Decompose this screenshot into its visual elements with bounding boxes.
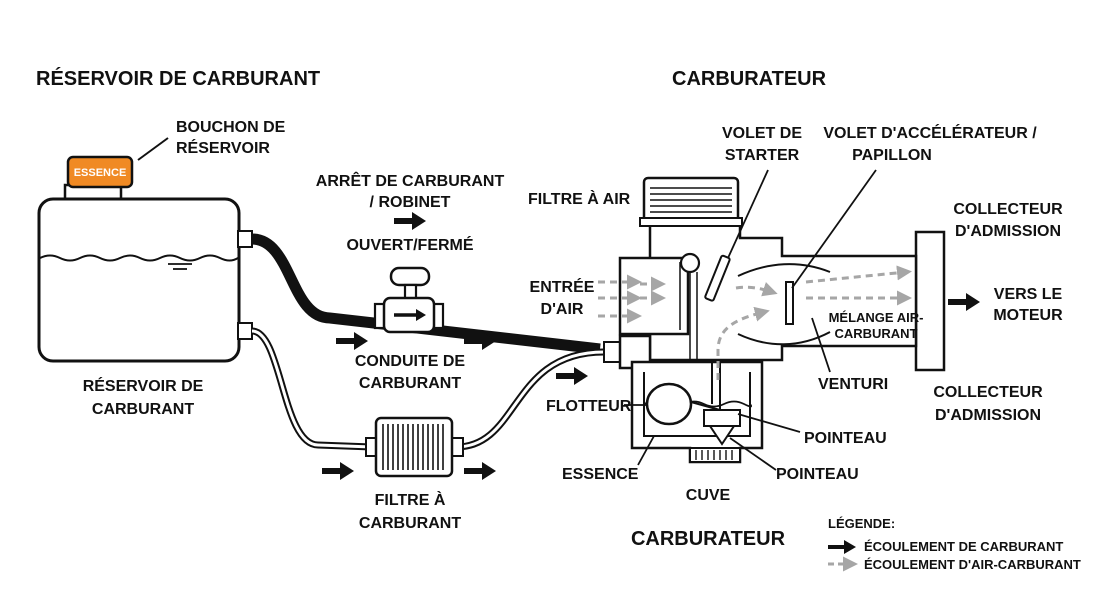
air-inlet-label-line1: ENTRÉE [530, 277, 595, 296]
engine-label-line1: VERS LE [994, 286, 1063, 303]
air-inlet-housing [618, 256, 690, 336]
cap-leader [137, 137, 169, 161]
to-engine-arrow [948, 293, 980, 311]
filter-label-line1: FILTRE À [375, 490, 446, 509]
choke-pivot [679, 252, 701, 274]
float-label: FLOTTEUR [546, 398, 632, 415]
intake-manifold [914, 230, 946, 372]
air-inlet-label-line2: D'AIR [541, 301, 584, 318]
legend-fuel-flow: ÉCOULEMENT DE CARBURANT [864, 539, 1063, 554]
manifold-bottom-line2: D'ADMISSION [935, 407, 1041, 424]
needle-valve [708, 425, 736, 446]
valve-label-line2: / ROBINET [370, 194, 451, 211]
air-flow-arrows [598, 265, 912, 380]
valve-label-line1: ARRÊT DE CARBURANT [316, 171, 505, 190]
legend: LÉGENDE: ÉCOULEMENT DE CARBURANT ÉCOULEM… [828, 516, 1081, 572]
tank-body [37, 197, 241, 363]
fuel-level-line [39, 254, 239, 262]
choke-valve [704, 254, 731, 302]
needle-seat [703, 409, 741, 427]
carb-bottom-title: CARBURATEUR [631, 528, 786, 550]
legend-air-fuel-flow: ÉCOULEMENT D'AIR-CARBURANT [864, 557, 1081, 572]
fuel-line-label-line1: CONDUITE DE [355, 353, 466, 370]
fuel-flow-arrows [322, 212, 980, 480]
filter-element [382, 424, 444, 470]
float [645, 382, 693, 426]
needle-label-1: POINTEAU [804, 430, 887, 447]
choke-label-line1: VOLET DE [722, 125, 802, 142]
legend-fuel-arrow [828, 540, 856, 554]
manifold-bottom-line1: COLLECTEUR [933, 384, 1043, 401]
shutoff-valve[interactable] [373, 266, 445, 334]
throttle-label-line2: PAPILLON [852, 147, 932, 164]
cap-label-line1: BOUCHON DE [176, 119, 286, 136]
valve-knob[interactable] [389, 266, 431, 287]
mixture-label-line1: MÉLANGE AIR- [829, 310, 924, 325]
bowl-label: CUVE [686, 487, 731, 504]
tank-section-title: RÉSERVOIR DE CARBURANT [36, 67, 320, 90]
mixture-label-line2: CARBURANT [834, 326, 917, 341]
filter-label-line2: CARBURANT [359, 515, 461, 532]
venturi-label: VENTURI [818, 376, 888, 393]
fuel-cap [66, 155, 134, 189]
carb-section-title: CARBURATEUR [672, 68, 827, 90]
valve-state-label: OUVERT/FERMÉ [346, 235, 473, 254]
tank-outlet-upper [237, 230, 253, 248]
manifold-top-line2: D'ADMISSION [955, 223, 1061, 240]
legend-title: LÉGENDE: [828, 516, 895, 531]
throttle-label-line1: VOLET D'ACCÉLÉRATEUR / [823, 123, 1037, 142]
air-filter-label: FILTRE À AIR [528, 189, 631, 208]
leader-lines [624, 169, 877, 471]
fuel-line-label-line2: CARBURANT [359, 375, 461, 392]
engine-label-line2: MOTEUR [993, 307, 1063, 324]
main-fuel-line [251, 233, 601, 355]
fuel-label: ESSENCE [562, 466, 639, 483]
needle-label-2: POINTEAU [776, 466, 859, 483]
cap-label-line2: RÉSERVOIR [176, 138, 270, 157]
manifold-top-line1: COLLECTEUR [953, 201, 1063, 218]
tank-outlet-lower [237, 322, 253, 340]
throttle-plate [785, 281, 794, 325]
tank-label-line2: CARBURANT [92, 401, 194, 418]
fuel-tank [37, 137, 253, 363]
fuel-filter [365, 416, 464, 478]
cap-text: ESSENCE [74, 167, 127, 179]
choke-label-line2: STARTER [725, 147, 800, 164]
tank-label-line1: RÉSERVOIR DE [83, 376, 204, 395]
